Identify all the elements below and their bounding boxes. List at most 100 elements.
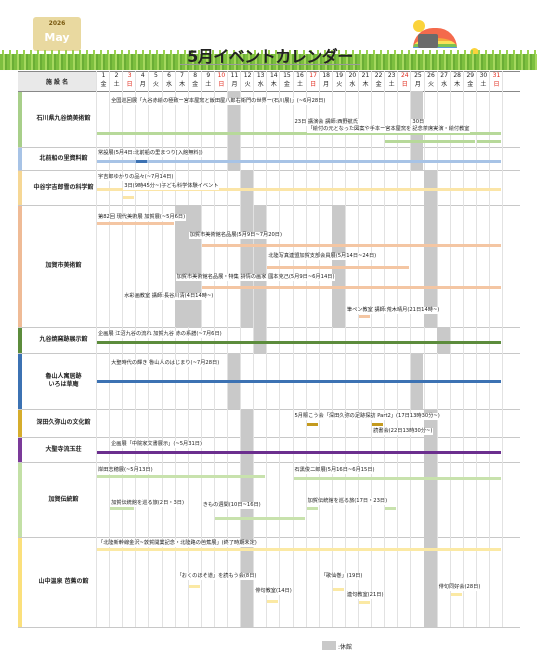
grid-line	[475, 71, 477, 627]
event-bar	[476, 140, 502, 143]
event-bar	[359, 601, 371, 604]
facility-name: 石川県九谷焼美術館	[36, 115, 91, 122]
facility-header-label: 施 設 名	[45, 79, 69, 86]
facility-name: 山中温泉 芭蕉の館	[38, 578, 89, 585]
weekday-label: 月	[323, 81, 330, 88]
facility-name: 魯山人寓居跡 いろは草庵	[45, 373, 82, 388]
event-label: 5月賑こう会「深田久弥の足跡探訪 Part2」(17日13時30分~)	[293, 413, 441, 420]
grid-line	[187, 71, 189, 627]
event-label: 読書会(22日13時30分~)	[372, 428, 434, 435]
facility-name: 中谷宇吉郎雪の科学館	[33, 183, 94, 191]
closed-day-block	[240, 205, 254, 327]
day-number: 12	[243, 72, 252, 79]
grid-line	[358, 71, 359, 627]
grid-line	[318, 71, 320, 627]
event-label: 筆ペン教室 講師:荒木晴月(21日14時~)	[345, 307, 441, 314]
event-label: 水彩画教室 講師:長谷川清(4日14時~)	[123, 293, 215, 300]
grid-line	[462, 71, 464, 627]
grid-line	[292, 71, 294, 627]
day-header-cell: 11 月	[227, 71, 242, 91]
weekday-label: 水	[165, 81, 172, 88]
event-label: 大聖時代の輝き 魯山人のはじまり(~7月28日)	[110, 360, 221, 367]
event-label: 記念茶席実演・絵付教室	[411, 126, 471, 133]
facility-stripe	[18, 410, 22, 437]
day-number: 20	[348, 72, 357, 79]
event-bar	[97, 341, 502, 344]
day-number: 22	[374, 72, 383, 79]
weekday-label: 日	[401, 81, 408, 88]
event-bar	[110, 507, 135, 510]
grid-line	[18, 71, 520, 72]
event-label: 石黒俊二郎展(5月16日~6月15日)	[293, 467, 376, 474]
day-number: 3	[127, 72, 132, 79]
day-number: 6	[167, 72, 171, 79]
closed-day-block	[253, 205, 267, 327]
day-number: 19	[335, 72, 344, 79]
event-bar	[97, 222, 174, 225]
day-number: 14	[269, 72, 278, 79]
weekday-label: 日	[126, 81, 133, 88]
grid-line	[18, 353, 520, 354]
weekday-label: 月	[414, 81, 421, 88]
grid-line	[18, 462, 520, 463]
facility-stripe	[18, 354, 22, 409]
event-bar	[123, 196, 135, 199]
event-label: 加賀伝統館を巡る旅(17日・23日)	[306, 498, 389, 505]
grid-line	[213, 71, 215, 627]
event-bar	[201, 286, 502, 289]
day-number: 24	[400, 72, 409, 79]
grid-line	[344, 71, 346, 627]
closed-day-block	[410, 147, 424, 170]
grid-line	[305, 71, 307, 627]
facility-stripe	[18, 538, 22, 627]
grid-line	[96, 71, 97, 627]
day-number: 29	[466, 72, 475, 79]
closed-day-block	[188, 205, 201, 327]
closed-day-block	[424, 205, 437, 327]
facility-stripe	[18, 328, 22, 353]
facility-name: 大聖寺流玉荘	[45, 445, 82, 453]
weekday-label: 月	[231, 81, 238, 88]
closed-day-block	[240, 462, 254, 537]
event-bar	[214, 517, 305, 520]
day-number: 7	[180, 72, 184, 79]
day-number: 10	[217, 72, 226, 79]
event-label: 30日	[411, 119, 426, 126]
facility-name: 九谷焼窯跡展示館	[39, 336, 88, 343]
event-bar	[293, 477, 502, 480]
event-bar	[97, 132, 502, 135]
day-number: 11	[230, 72, 239, 79]
weekday-label: 金	[467, 81, 474, 88]
closed-legend-swatch	[322, 641, 336, 650]
grid-line	[279, 71, 281, 627]
day-number: 27	[440, 72, 448, 79]
event-label: 俳句同好会(28日)	[437, 584, 482, 591]
day-number: 1	[101, 72, 106, 79]
weekday-label: 日	[310, 81, 317, 88]
grid-line	[489, 71, 490, 627]
event-label: 北陸写真連盟加賀支部会員展(5月14日~24日)	[267, 253, 378, 260]
day-number: 31	[492, 72, 501, 79]
grid-line	[18, 627, 520, 628]
weekday-label: 金	[375, 81, 382, 88]
event-label: 岸田志穂展(~5月13日)	[97, 467, 154, 474]
facility-name: 加賀伝統館	[48, 495, 79, 503]
closed-day-block	[424, 170, 437, 205]
weekday-label: 金	[192, 81, 199, 88]
day-number: 16	[296, 72, 304, 79]
grid-line	[384, 71, 386, 627]
event-bar	[385, 140, 475, 143]
event-label: 23日 講演会 講師:西野航氏	[293, 119, 360, 126]
signpost-icon	[418, 34, 438, 48]
event-bar	[97, 475, 266, 478]
